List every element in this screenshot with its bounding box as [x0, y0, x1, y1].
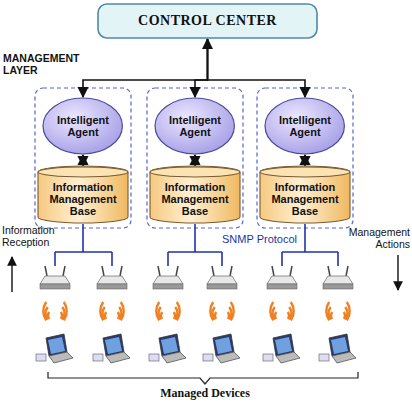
laptop-icon — [93, 334, 130, 363]
agent-group-box — [257, 88, 353, 228]
node-label: Information Management Base — [41, 181, 125, 218]
node-text-wrap: Intelligent Agent — [264, 97, 345, 155]
intelligent-agent-ellipse: Intelligent Agent — [42, 97, 123, 155]
reception-arrow — [11, 257, 12, 292]
node-text-wrap: CONTROL CENTER — [97, 3, 318, 39]
connector-arrow — [82, 155, 84, 166]
node-text-wrap: Information Management Base — [37, 166, 129, 224]
laptop-icon — [36, 334, 73, 363]
wireless-waves — [270, 302, 293, 320]
flow-label: Management Actions — [340, 226, 410, 250]
access-point-icon — [323, 266, 353, 289]
devices-caption: Managed Devices — [100, 387, 310, 401]
wireless-waves — [43, 302, 66, 320]
node-label: Intelligent Agent — [272, 114, 337, 139]
connector-arrow — [194, 155, 196, 166]
wireless-waves — [326, 302, 349, 320]
laptop-icon — [203, 334, 240, 363]
laptop-icon — [149, 334, 186, 363]
access-point-icon — [153, 266, 183, 289]
access-point-icon — [97, 266, 127, 289]
node-label: Intelligent Agent — [162, 114, 227, 139]
node-label: Information Management Base — [263, 181, 347, 218]
node-text-wrap: Intelligent Agent — [154, 97, 235, 155]
wireless-waves — [100, 302, 123, 320]
network-line — [55, 224, 112, 266]
database-cylinder: Information Management Base — [259, 166, 351, 224]
intelligent-agent-ellipse: Intelligent Agent — [154, 97, 235, 155]
node-text-wrap: Information Management Base — [259, 166, 351, 224]
control-center-box: CONTROL CENTER — [97, 3, 318, 39]
connector-arrow — [83, 39, 208, 97]
connector-arrow — [304, 155, 306, 166]
layer-label: MANAGEMENT LAYER — [3, 52, 89, 76]
actions-arrow — [397, 255, 398, 290]
agent-group-box — [35, 88, 131, 228]
protocol-label: SNMP Protocol — [222, 233, 302, 246]
network-line — [168, 224, 222, 266]
wireless-waves — [156, 302, 179, 320]
devices-bracket — [48, 372, 358, 384]
connector-arrow — [208, 39, 305, 97]
node-label: Information Management Base — [153, 181, 237, 218]
node-label: CONTROL CENTER — [138, 13, 277, 29]
laptop-icon — [263, 334, 300, 363]
connector-arrow — [195, 39, 208, 97]
intelligent-agent-ellipse: Intelligent Agent — [264, 97, 345, 155]
access-point-icon — [40, 266, 70, 289]
node-label: Intelligent Agent — [50, 114, 115, 139]
agent-group-box — [147, 88, 243, 228]
node-text-wrap: Intelligent Agent — [42, 97, 123, 155]
node-text-wrap: Information Management Base — [149, 166, 241, 224]
database-cylinder: Information Management Base — [149, 166, 241, 224]
access-point-icon — [267, 266, 297, 289]
access-point-icon — [207, 266, 237, 289]
flow-label: Information Reception — [2, 224, 72, 248]
laptop-icon — [319, 334, 356, 363]
wireless-waves — [210, 302, 233, 320]
database-cylinder: Information Management Base — [37, 166, 129, 224]
